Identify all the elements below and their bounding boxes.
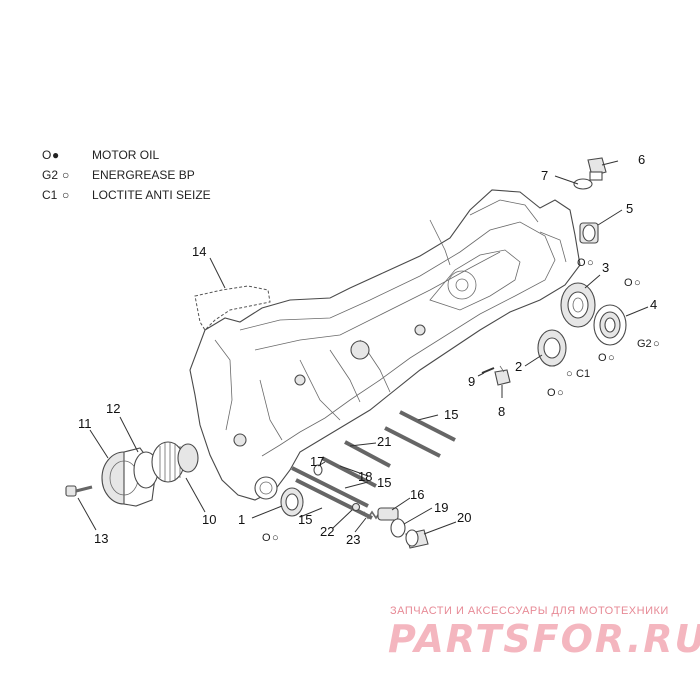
callout-22: 22	[320, 524, 334, 539]
ball-22	[351, 502, 361, 512]
callout-13: 13	[94, 531, 108, 546]
gasket	[194, 285, 271, 331]
callout-16: 16	[410, 487, 424, 502]
o-ring-7	[573, 178, 593, 190]
lube-mark-oil: O	[547, 387, 556, 399]
legend-code: O	[42, 148, 52, 162]
lube-mark-g2: G2	[637, 338, 652, 350]
oil-seal-4	[593, 304, 627, 346]
fitting-8	[494, 365, 511, 386]
svg-text:○: ○	[653, 338, 660, 350]
legend-code: C1	[42, 188, 58, 202]
callout-4: 4	[650, 297, 657, 312]
lube-marks: O ○ O ○ O ○ G2 ○ C1 ○ O ○ O ○	[262, 257, 660, 544]
seal-1	[280, 487, 304, 517]
svg-text:○: ○	[566, 368, 573, 380]
oil-drop-icon: ●	[52, 148, 60, 162]
pin-9	[481, 367, 495, 374]
legend-description: MOTOR OIL	[92, 148, 160, 162]
lube-mark-c1: C1	[576, 368, 590, 380]
svg-text:○: ○	[608, 352, 615, 364]
callout-18: 18	[358, 469, 372, 484]
callout-11: 11	[78, 416, 92, 431]
watermark-tagline: ЗАПЧАСТИ И АКСЕССУАРЫ ДЛЯ МОТОТЕХНИКИ	[390, 605, 669, 617]
legend-description: LOCTITE ANTI SEIZE	[92, 188, 211, 202]
callout-15: 15	[377, 475, 391, 490]
callout-12: 12	[106, 401, 120, 416]
svg-text:○: ○	[557, 387, 564, 399]
callout-10: 10	[202, 512, 216, 527]
bolt-13	[65, 485, 93, 497]
callout-6: 6	[638, 152, 645, 167]
callout-15: 15	[298, 512, 312, 527]
bearing-2	[537, 329, 567, 367]
lube-mark-oil: O	[624, 277, 633, 289]
svg-text:○: ○	[634, 277, 641, 289]
plug-6	[587, 157, 607, 181]
callout-3: 3	[602, 260, 609, 275]
leader-lines	[77, 160, 649, 535]
washer-17	[313, 464, 323, 476]
callout-19: 19	[434, 500, 448, 515]
svg-text:○: ○	[272, 532, 279, 544]
lube-mark-oil: O	[577, 257, 586, 269]
callout-numbers: 1 2 3 4 5 6 7 8 9 10 11 12 13 14 15 15 1…	[78, 152, 657, 547]
crankcase-housing	[189, 189, 581, 501]
svg-text:○: ○	[587, 257, 594, 269]
callout-21: 21	[377, 434, 391, 449]
plug-20	[405, 529, 429, 549]
oil-drop-icon: ○	[62, 188, 70, 202]
bushing-5	[579, 222, 599, 244]
bearing-3	[560, 282, 596, 328]
callout-1: 1	[238, 512, 245, 527]
callout-2: 2	[515, 359, 522, 374]
callout-17: 17	[310, 454, 324, 469]
lube-mark-oil: O	[598, 352, 607, 364]
oil-filter-10	[151, 441, 199, 483]
callout-8: 8	[498, 404, 505, 419]
oil-drop-icon: ○	[62, 168, 70, 182]
callout-23: 23	[346, 532, 360, 547]
callout-15: 15	[444, 407, 458, 422]
legend-code: G2	[42, 168, 59, 182]
legend-description: ENERGREASE BP	[92, 168, 195, 182]
callout-20: 20	[457, 510, 471, 525]
o-ring-19	[390, 518, 406, 538]
callout-5: 5	[626, 201, 633, 216]
callout-9: 9	[468, 374, 475, 389]
callout-7: 7	[541, 168, 548, 183]
valve-16	[377, 507, 399, 521]
callout-14: 14	[192, 244, 206, 259]
lube-mark-oil: O	[262, 532, 271, 544]
watermark-brand-logo: PARTSFOR.RU	[388, 617, 700, 661]
